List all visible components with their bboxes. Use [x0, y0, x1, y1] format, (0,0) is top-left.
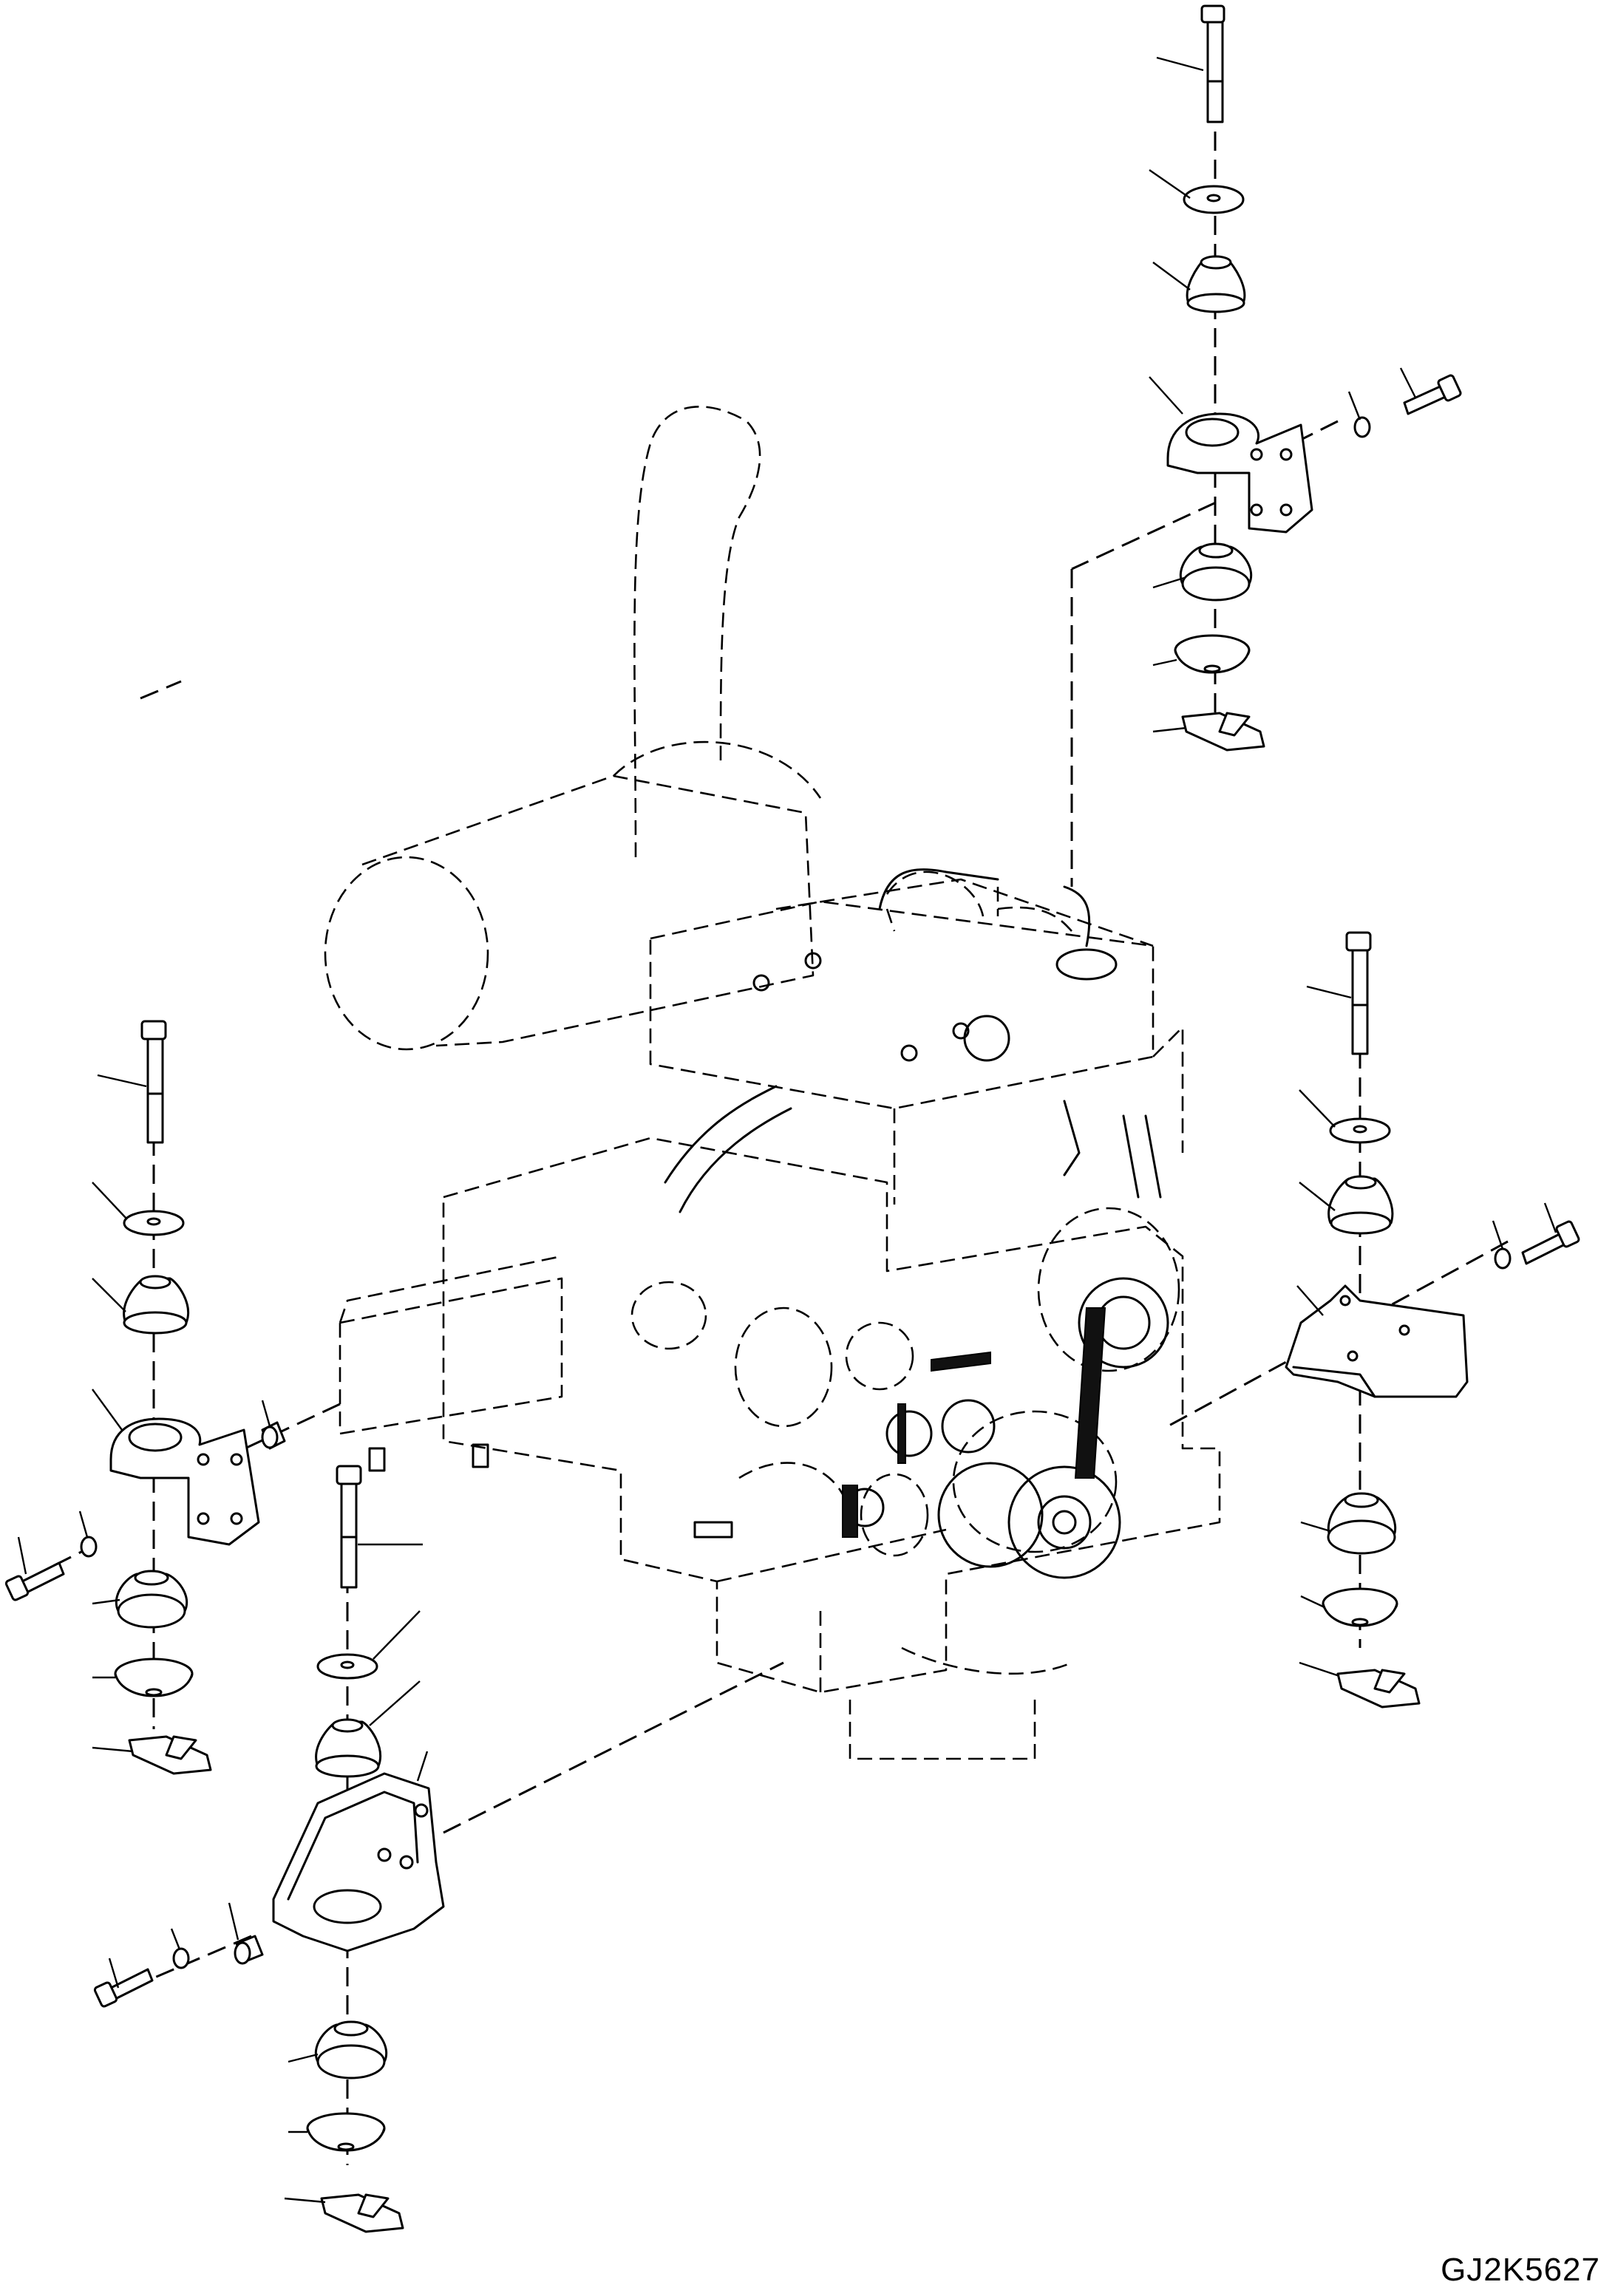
mount-bolt [140, 1020, 167, 1144]
side-bolt [93, 1968, 154, 2008]
side-washer [80, 1536, 98, 1558]
rubber-cushion-upper [1186, 255, 1246, 313]
washer [1329, 1117, 1391, 1144]
mount-stack-left [4, 1020, 286, 1775]
side-bolt [4, 1561, 65, 1601]
side-washer [1353, 416, 1371, 438]
mount-bracket [1166, 412, 1313, 534]
stopper-plate [1181, 712, 1265, 752]
mount-bolt [1200, 4, 1225, 123]
spacer [261, 1421, 286, 1450]
mount-bracket [109, 1417, 260, 1546]
cushion-cup [306, 2112, 386, 2152]
mount-bracket [272, 1772, 445, 1952]
cushion-cup [114, 1658, 194, 1697]
cushion-cup [1174, 634, 1251, 674]
mount-stack-top-right [1166, 4, 1462, 752]
assembly-center-lines [51, 103, 1509, 2165]
side-bolt [1403, 374, 1462, 415]
cushion-cup [1322, 1587, 1398, 1627]
mount-bolt [1345, 931, 1372, 1055]
mount-bracket [1285, 1284, 1469, 1398]
engine-assembly [324, 406, 1221, 1760]
washer [1183, 185, 1245, 214]
stopper-plate [128, 1735, 212, 1775]
side-bolt [1521, 1220, 1580, 1265]
mount-stack-bottom-left [93, 1465, 445, 2233]
washer [123, 1210, 185, 1236]
mount-stack-right [1285, 931, 1580, 1709]
washer [316, 1653, 378, 1680]
side-washer [1494, 1247, 1512, 1270]
side-washer [172, 1947, 190, 1969]
mount-bolt [336, 1465, 362, 1589]
rubber-cushion-upper [123, 1275, 189, 1335]
spacer [234, 1935, 264, 1965]
stopper-plate [320, 2193, 404, 2233]
rubber-cushion-upper [1327, 1175, 1394, 1235]
rubber-cushion-lower [1179, 542, 1253, 602]
drawing-number: GJ2K5627 [1441, 2252, 1600, 2288]
rubber-cushion-lower [1327, 1492, 1397, 1555]
stopper-plate [1336, 1669, 1421, 1709]
rubber-cushion-lower [115, 1570, 188, 1629]
rubber-cushion-upper [315, 1718, 381, 1778]
callout-leaders [17, 56, 1557, 2204]
rubber-cushion-lower [314, 2020, 388, 2079]
